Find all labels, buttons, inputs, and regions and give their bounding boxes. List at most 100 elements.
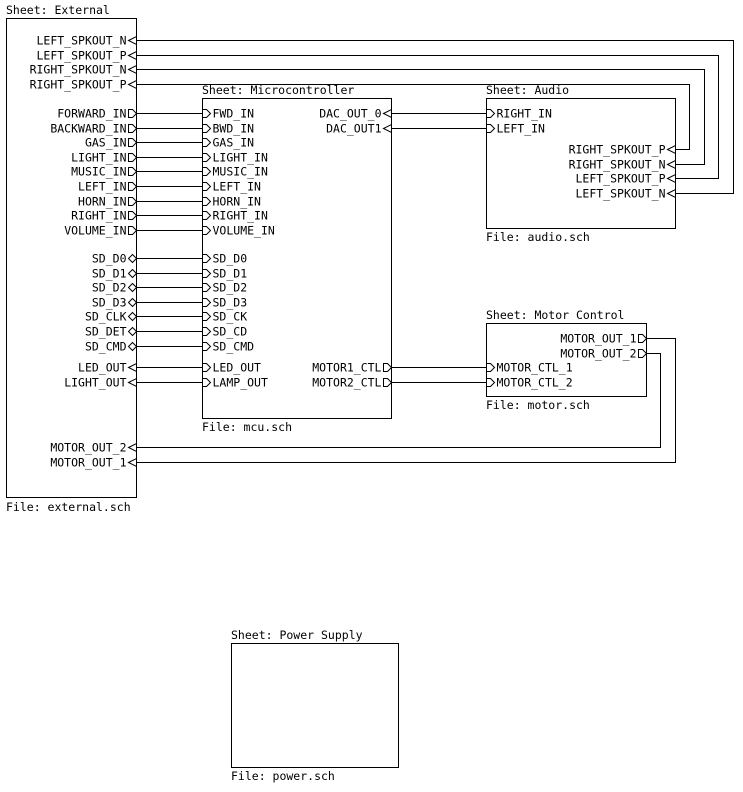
sheet-title: Sheet: Microcontroller xyxy=(202,83,354,97)
sheet-pin[interactable]: RIGHT_SPKOUT_N xyxy=(30,63,137,77)
sheet-pin[interactable]: BWD_IN xyxy=(202,122,255,136)
sheet-pin[interactable]: MOTOR_OUT_2 xyxy=(560,347,648,361)
sheet-pin[interactable]: LEFT_SPKOUT_N xyxy=(575,187,676,201)
sheet-pin[interactable]: RIGHT_IN xyxy=(71,209,138,223)
sheet-pin[interactable]: SD_D2 xyxy=(92,281,138,295)
sheet-pin[interactable]: SD_CK xyxy=(202,310,248,324)
sheet-microcontroller[interactable]: Sheet: Microcontroller File: mcu.sch FWD… xyxy=(202,83,393,434)
sheet-pin[interactable]: MOTOR2_CTL xyxy=(312,376,393,390)
sheet-pin[interactable]: MOTOR_OUT_1 xyxy=(560,332,648,346)
pin-glyph-icon xyxy=(127,282,138,293)
pin-label: MOTOR_OUT_2 xyxy=(560,347,636,361)
sheet-pin[interactable]: LEFT_IN xyxy=(78,180,138,194)
pin-glyph-icon xyxy=(127,377,137,388)
sheet-pin[interactable]: DAC_OUT_0 xyxy=(319,107,392,121)
pin-glyph-icon xyxy=(383,363,393,372)
pin-label: SD_D0 xyxy=(213,252,248,266)
sheet-pin[interactable]: LEFT_SPKOUT_P xyxy=(36,49,137,63)
sheet-pin[interactable]: SD_CMD xyxy=(202,340,255,354)
sheet-pin[interactable]: SD_D0 xyxy=(202,252,248,266)
pin-glyph-icon xyxy=(202,109,212,118)
pin-glyph-icon xyxy=(202,197,212,206)
pin-glyph-icon xyxy=(666,159,676,170)
sheet-pin[interactable]: LEFT_SPKOUT_N xyxy=(36,34,137,48)
sheet-box[interactable] xyxy=(231,643,399,768)
net-wire[interactable] xyxy=(136,69,705,165)
sheet-pin[interactable]: RIGHT_SPKOUT_N xyxy=(569,158,676,172)
sheet-pin[interactable]: GAS_IN xyxy=(202,136,255,150)
sheet-pin[interactable]: VOLUME_IN xyxy=(202,224,275,238)
sheet-pin[interactable]: HORN_IN xyxy=(202,195,262,209)
sheet-pin[interactable]: MUSIC_IN xyxy=(202,165,268,179)
sheet-pin[interactable]: LIGHT_IN xyxy=(71,151,138,165)
sheet-pin[interactable]: SD_D2 xyxy=(202,281,248,295)
pin-glyph-icon xyxy=(383,378,393,387)
sheet-pin[interactable]: SD_CLK xyxy=(85,310,138,324)
pin-label: LEFT_SPKOUT_P xyxy=(36,49,126,63)
pin-glyph-icon xyxy=(127,326,138,337)
pin-label: FORWARD_IN xyxy=(57,107,126,121)
sheet-pin[interactable]: SD_D0 xyxy=(92,252,138,266)
sheet-pin[interactable]: RIGHT_SPKOUT_P xyxy=(569,143,676,157)
sheet-pin[interactable]: MOTOR_OUT_2 xyxy=(50,441,137,455)
sheet-power-supply[interactable]: Sheet: Power Supply File: power.sch xyxy=(231,628,399,783)
pin-label: SD_CLK xyxy=(85,310,127,324)
net-wire[interactable] xyxy=(136,353,661,448)
sheet-pin[interactable]: LIGHT_IN xyxy=(202,151,268,165)
sheet-pin[interactable]: LIGHT_OUT xyxy=(64,376,137,390)
sheet-pin[interactable]: GAS_IN xyxy=(85,136,138,150)
net-wire[interactable] xyxy=(136,55,719,179)
sheet-pin[interactable]: SD_D1 xyxy=(92,267,138,281)
pin-glyph-icon xyxy=(202,298,212,307)
pin-label: MUSIC_IN xyxy=(71,165,126,179)
sheet-pin[interactable]: FWD_IN xyxy=(202,107,255,121)
sheet-pin[interactable]: SD_CMD xyxy=(85,340,138,354)
sheet-pin[interactable]: RIGHT_IN xyxy=(202,209,268,223)
pin-glyph-icon xyxy=(127,297,138,308)
sheet-box[interactable] xyxy=(486,323,647,397)
sheet-external[interactable]: Sheet: External File: external.sch LEFT_… xyxy=(6,3,138,514)
pin-label: LEFT_SPKOUT_N xyxy=(36,34,126,48)
sheet-pin[interactable]: LEFT_IN xyxy=(486,122,546,136)
pin-label: MUSIC_IN xyxy=(213,165,268,179)
sheet-pin[interactable]: RIGHT_SPKOUT_P xyxy=(30,78,137,92)
sheet-pin[interactable]: SD_D3 xyxy=(92,296,138,310)
net-wire[interactable] xyxy=(136,338,676,463)
sheet-pin[interactable]: FORWARD_IN xyxy=(57,107,138,121)
sheet-pin[interactable]: VOLUME_IN xyxy=(64,224,138,238)
sheet-pin[interactable]: SD_CD xyxy=(202,325,248,339)
pin-glyph-icon xyxy=(382,108,392,119)
pin-glyph-icon xyxy=(127,64,137,75)
net-wire[interactable] xyxy=(136,40,734,194)
sheet-pin[interactable]: SD_D1 xyxy=(202,267,248,281)
pin-label: MOTOR2_CTL xyxy=(312,376,381,390)
pin-glyph-icon xyxy=(202,363,212,372)
pin-glyph-icon xyxy=(128,138,138,147)
sheet-pin[interactable]: LEFT_IN xyxy=(202,180,262,194)
sheet-pin[interactable]: LAMP_OUT xyxy=(202,376,268,390)
sheet-pin[interactable]: SD_D3 xyxy=(202,296,248,310)
pin-glyph-icon xyxy=(127,442,137,453)
sheet-pin[interactable]: LEFT_SPKOUT_P xyxy=(575,172,676,186)
pin-glyph-icon xyxy=(202,226,212,235)
sheet-pin[interactable]: MOTOR_CTL_2 xyxy=(486,376,573,390)
sheet-pin[interactable]: MOTOR_CTL_1 xyxy=(486,361,573,375)
pin-label: LEFT_IN xyxy=(78,180,127,194)
pin-glyph-icon xyxy=(202,153,212,162)
sheet-pin[interactable]: RIGHT_IN xyxy=(486,107,552,121)
pin-label: RIGHT_IN xyxy=(71,209,126,223)
sheet-pin[interactable]: SD_DET xyxy=(85,325,138,339)
sheet-pin[interactable]: MOTOR1_CTL xyxy=(312,361,393,375)
sheet-pin[interactable]: LED_OUT xyxy=(202,361,262,375)
sheet-audio[interactable]: Sheet: Audio File: audio.sch RIGHT_INLEF… xyxy=(486,83,676,244)
sheet-pin[interactable]: DAC_OUT1 xyxy=(326,122,392,136)
sheet-pin[interactable]: BACKWARD_IN xyxy=(50,122,138,136)
sheet-motor-control[interactable]: Sheet: Motor Control File: motor.sch MOT… xyxy=(486,308,648,412)
sheet-pin[interactable]: HORN_IN xyxy=(78,195,138,209)
net-wire[interactable] xyxy=(136,84,690,150)
pin-label: BACKWARD_IN xyxy=(50,122,126,136)
sheet-pin[interactable]: MUSIC_IN xyxy=(71,165,138,179)
sheet-pin[interactable]: MOTOR_OUT_1 xyxy=(50,456,137,470)
sheet-pin[interactable]: LED_OUT xyxy=(78,361,137,375)
pin-label: LEFT_SPKOUT_P xyxy=(575,172,665,186)
